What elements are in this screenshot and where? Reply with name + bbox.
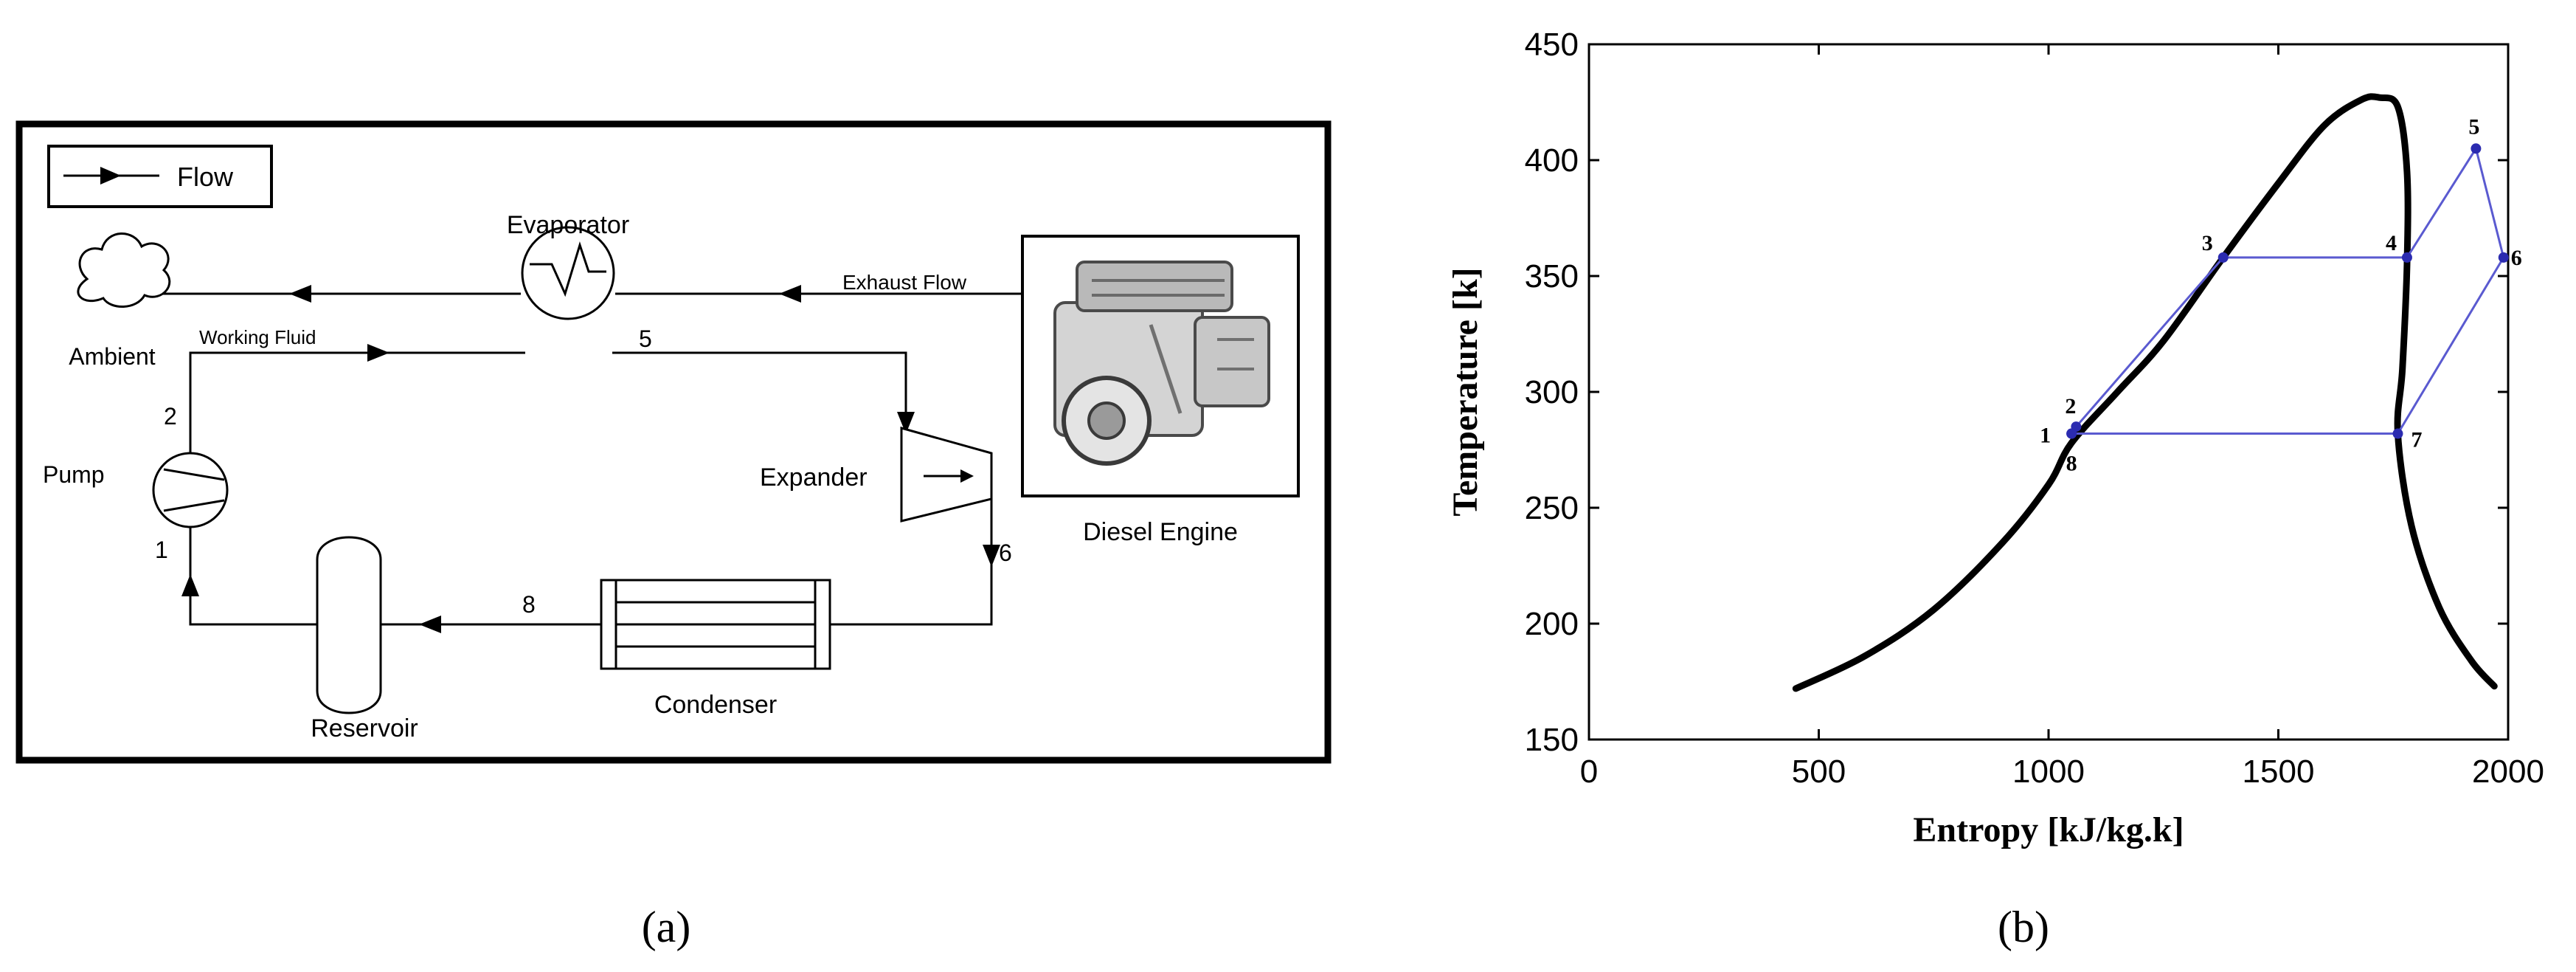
state-1-label: 1 — [155, 537, 168, 563]
y-tick-label: 200 — [1525, 606, 1579, 642]
flow-arrow-icon — [419, 616, 441, 633]
expander-symbol — [900, 427, 993, 523]
cycle-point-6 — [2498, 252, 2509, 263]
diesel-engine-label: Diesel Engine — [1083, 518, 1238, 546]
ambient-label: Ambient — [69, 343, 156, 370]
cycle-point-4 — [2401, 252, 2412, 263]
condenser: Condenser — [600, 579, 831, 719]
x-tick-label: 1500 — [2243, 754, 2315, 790]
pipe-reservoir-to-pump — [189, 515, 317, 626]
state-5-label: 5 — [639, 325, 652, 352]
cycle-point-3 — [2217, 252, 2229, 263]
flow-arrow-icon — [779, 285, 801, 303]
y-tick-label: 150 — [1525, 722, 1579, 758]
reservoir: Reservoir — [311, 536, 418, 742]
caption-a: (a) — [642, 903, 691, 951]
schematic-frame — [15, 120, 1332, 764]
flow-arrow-icon — [367, 344, 389, 362]
pipe-evaporator-to-expander — [612, 351, 907, 456]
working-fluid-label: Working Fluid — [199, 326, 316, 348]
evaporator: Evaporator — [507, 211, 629, 320]
cloud-icon — [77, 232, 171, 308]
evaporator-label: Evaporator — [507, 211, 629, 239]
y-tick-label: 350 — [1525, 258, 1579, 294]
legend-flow-label: Flow — [177, 162, 234, 192]
y-axis-ticks: 150 200 250 300 350 400 450 — [1525, 27, 2508, 758]
x-tick-label: 500 — [1792, 754, 1846, 790]
cycle-point-8 — [2066, 428, 2077, 439]
cycle-point-5 — [2471, 143, 2482, 154]
cycle-point-label: 4 — [2386, 231, 2397, 255]
legend-box — [47, 145, 273, 208]
flow-arrow-icon — [181, 574, 199, 596]
pipe-expander-to-condenser — [830, 483, 993, 626]
evaporator-symbol — [521, 226, 615, 320]
pump-label: Pump — [43, 461, 105, 488]
pump-line-upper — [163, 468, 225, 481]
pump-symbol — [152, 452, 229, 528]
arrow-right-icon — [960, 469, 974, 483]
ambient: Ambient — [69, 232, 171, 370]
expander: Expander — [760, 427, 993, 523]
cycle-point-7 — [2392, 428, 2403, 439]
saturation-dome-curve — [1792, 93, 2498, 692]
caption-b: (b) — [1998, 903, 2049, 951]
y-tick-label: 400 — [1525, 142, 1579, 179]
flow-arrows — [181, 285, 1000, 633]
cycle-point-label: 1 — [2040, 424, 2051, 448]
state-2-label: 2 — [164, 403, 177, 430]
y-tick-label: 300 — [1525, 374, 1579, 410]
flow-arrow-icon — [289, 285, 311, 303]
legend-flow: Flow — [47, 145, 273, 208]
ts-chart: 0 500 1000 1500 2000 150 200 250 300 350 400 450 1… — [1446, 27, 2544, 951]
x-tick-label: 1000 — [2012, 754, 2085, 790]
pump: Pump — [43, 452, 229, 528]
cycle-point-label: 6 — [2511, 246, 2522, 270]
pipe-pump-to-evaporator — [189, 351, 525, 465]
pump-line-lower — [163, 499, 225, 512]
state-6-label: 6 — [999, 540, 1012, 566]
x-axis-ticks: 0 500 1000 1500 2000 — [1580, 44, 2544, 790]
cycle-point-label: 2 — [2065, 394, 2076, 418]
orc-cycle-path — [2069, 145, 2505, 435]
state-8-label: 8 — [522, 591, 536, 618]
cycle-point-label: 3 — [2202, 231, 2213, 255]
y-tick-label: 450 — [1525, 27, 1579, 63]
diesel-engine: Diesel Engine — [1021, 235, 1300, 546]
flow-arrow-icon — [897, 412, 915, 434]
reservoir-label: Reservoir — [311, 714, 418, 742]
plot-area — [1588, 43, 2510, 741]
schematic-panel: Flow Evaporator Exhaust Fl — [15, 120, 1332, 951]
expander-label: Expander — [760, 463, 868, 492]
y-tick-label: 250 — [1525, 490, 1579, 526]
heat-exchange-icon — [530, 241, 606, 297]
exhaust-flow-label: Exhaust Flow — [842, 271, 967, 294]
x-tick-label: 2000 — [2472, 754, 2544, 790]
cycle-points: 12 3 4 5 6 7 8 — [2040, 114, 2522, 475]
x-tick-label: 0 — [1580, 754, 1598, 790]
x-axis-label: Entropy [kJ/kg.k] — [1913, 810, 2184, 849]
reservoir-symbol — [316, 536, 382, 714]
flow-arrow-icon — [983, 545, 1000, 567]
cycle-point-label: 5 — [2468, 114, 2479, 139]
condenser-label: Condenser — [654, 691, 777, 719]
engine-icon — [1053, 261, 1270, 466]
y-axis-label: Temperature [k] — [1446, 267, 1485, 516]
legend-arrow-icon — [100, 167, 121, 185]
cycle-point-label: 8 — [2066, 452, 2077, 476]
cycle-point-label: 7 — [2411, 428, 2422, 452]
